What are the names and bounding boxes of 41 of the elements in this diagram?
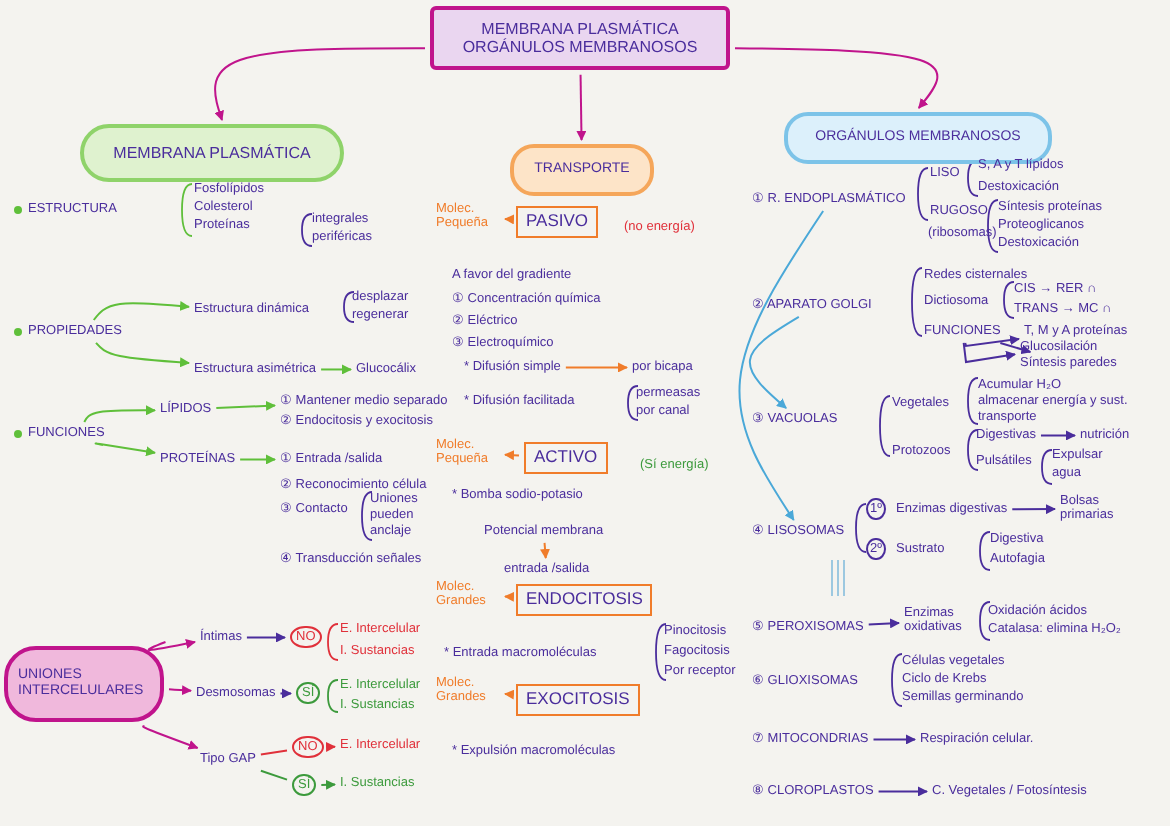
arrow	[92, 301, 190, 321]
arrow	[962, 341, 1016, 364]
connector-line	[259, 769, 288, 781]
arrow	[867, 618, 900, 629]
arrow	[540, 541, 550, 559]
arrow	[748, 315, 800, 409]
arrow	[877, 786, 928, 797]
arrow	[504, 450, 520, 461]
process-box: ACTIVO	[524, 442, 608, 474]
arrow	[964, 335, 1020, 348]
arrow	[168, 685, 192, 696]
arrow	[142, 725, 199, 750]
arrow	[738, 209, 825, 521]
process-box: ENDOCITOSIS	[516, 584, 653, 616]
arrow	[999, 341, 1032, 355]
arrow	[215, 400, 276, 411]
arrow	[576, 73, 587, 141]
arrow	[734, 47, 939, 109]
arrow	[279, 688, 292, 699]
topic-cloud: MEMBRANA PLASMÁTICA	[80, 124, 344, 183]
arrow	[94, 442, 156, 457]
arrow	[325, 741, 336, 752]
arrow	[564, 362, 628, 373]
arrow	[504, 591, 515, 602]
arrow	[504, 689, 515, 700]
arrow	[147, 638, 196, 651]
arrow	[214, 47, 426, 121]
arrow	[239, 454, 276, 465]
arrow	[245, 632, 286, 643]
connector-line	[259, 749, 288, 756]
title-box: MEMBRANA PLASMÁTICA ORGÁNULOS MEMBRANOSOS	[430, 6, 730, 71]
arrow	[872, 734, 916, 745]
process-box: EXOCITOSIS	[516, 684, 640, 716]
arrow	[95, 341, 190, 368]
process-box: PASIVO	[516, 206, 599, 238]
arrow	[320, 779, 336, 790]
arrow	[1039, 430, 1076, 441]
arrow	[83, 405, 156, 423]
arrow	[1011, 504, 1056, 515]
arrow	[504, 214, 515, 225]
arrow	[320, 364, 352, 375]
